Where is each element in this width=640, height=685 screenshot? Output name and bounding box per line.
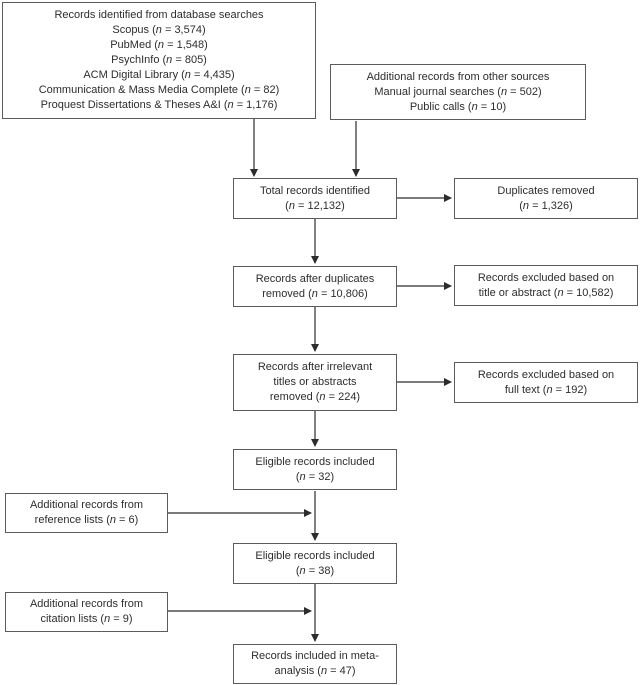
flow-box-eligible-32: Eligible records included (n = 32)	[233, 449, 397, 490]
flow-box-meta-analysis: Records included in meta-analysis (n = 4…	[233, 644, 397, 684]
box-line: Public calls (n = 10)	[409, 100, 507, 113]
box-line: Records excluded based on	[477, 368, 615, 381]
flow-box-database-searches: Records identified from database searche…	[2, 2, 316, 119]
flow-box-excluded-full-text: Records excluded based on full text (n = …	[454, 362, 638, 403]
box-line: PsychInfo (n = 805)	[111, 54, 207, 66]
box-line: Scopus (n = 3,574)	[112, 24, 206, 36]
box-line: removed (n = 224)	[269, 391, 361, 403]
box-line: PubMed (n = 1,548)	[110, 39, 208, 51]
flow-box-reference-lists: Additional records from reference lists (…	[5, 493, 168, 533]
flow-box-eligible-38: Eligible records included (n = 38)	[233, 543, 397, 584]
box-line: ACM Digital Library (n = 4,435)	[83, 69, 235, 81]
box-line: citation lists (n = 9)	[40, 613, 133, 625]
flow-box-citation-lists: Additional records from citation lists (n…	[5, 592, 168, 632]
box-line: (n = 1,326)	[519, 199, 573, 212]
box-line: titles or abstracts	[273, 376, 357, 388]
box-line: Eligible records included	[255, 455, 375, 468]
box-line: Manual journal searches (n = 502)	[374, 85, 542, 98]
box-line: Total records identified	[259, 184, 371, 197]
box-line: full text (n = 192)	[504, 383, 588, 396]
box-line: removed (n = 10,806)	[262, 287, 368, 300]
box-line: title or abstract (n = 10,582)	[478, 286, 614, 299]
box-line: (n = 38)	[295, 564, 335, 577]
box-line: Records excluded based on	[477, 271, 615, 284]
box-line: Records after duplicates	[255, 272, 375, 285]
box-line: Records after irrelevant	[257, 361, 373, 373]
box-line: analysis (n = 47)	[274, 665, 356, 677]
box-line: (n = 12,132)	[285, 199, 345, 212]
box-line: Duplicates removed	[497, 184, 595, 197]
box-line: Proquest Dissertations & Theses A&I (n =…	[40, 99, 278, 111]
box-line: Records included in meta-	[251, 650, 379, 662]
box-line: Eligible records included	[255, 549, 375, 562]
box-line: reference lists (n = 6)	[34, 514, 139, 526]
flow-box-excluded-title-abstract: Records excluded based on title or abstra…	[454, 265, 638, 306]
box-line: Communication & Mass Media Complete (n =…	[38, 84, 280, 96]
box-line: Additional records from	[29, 598, 144, 610]
box-line: Additional records from other sources	[366, 70, 550, 83]
flow-box-duplicates-removed: Duplicates removed (n = 1,326)	[454, 178, 638, 219]
box-line: Additional records from	[29, 499, 144, 511]
box-line: Records identified from database searche…	[54, 9, 264, 21]
flow-box-after-irrelevant: Records after irrelevant titles or abstra…	[233, 354, 397, 411]
flow-box-total-identified: Total records identified (n = 12,132)	[233, 178, 397, 219]
flow-box-after-duplicates: Records after duplicates removed (n = 10,…	[233, 266, 397, 307]
box-line: (n = 32)	[295, 470, 335, 483]
